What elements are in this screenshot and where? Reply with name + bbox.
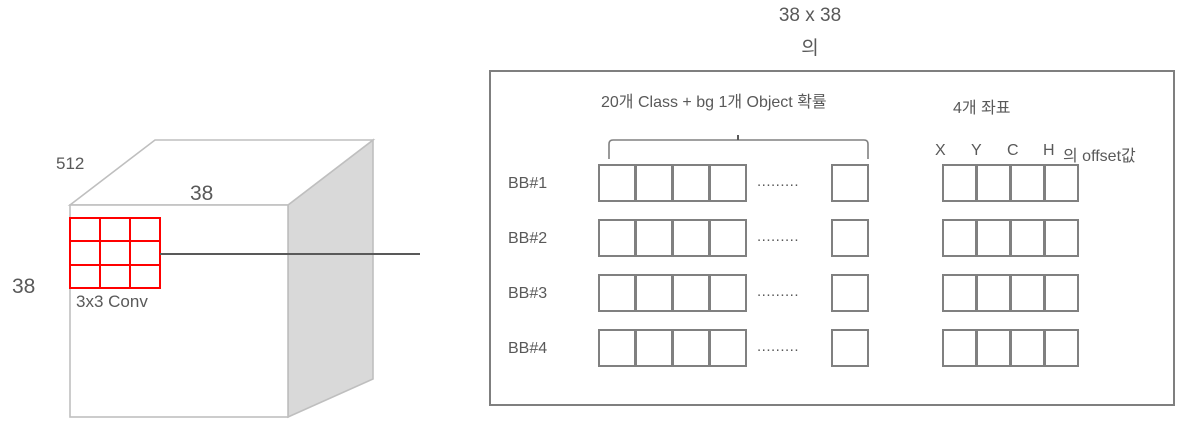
class-cell bbox=[709, 274, 747, 312]
class-cell bbox=[635, 274, 673, 312]
class-cell-last bbox=[831, 219, 869, 257]
class-cell bbox=[598, 219, 636, 257]
coord-header-x: X bbox=[935, 142, 946, 159]
panel-title-line1: 38 x 38 bbox=[778, 5, 842, 26]
class-cell bbox=[672, 219, 710, 257]
class-span-bracket bbox=[608, 135, 869, 159]
coord-cell-x bbox=[942, 164, 977, 202]
class-cell bbox=[672, 164, 710, 202]
feature-map-cube-group: 512 38 38 3x3 Conv bbox=[0, 0, 420, 428]
bb-row-label-2: BB#2 bbox=[508, 230, 548, 247]
width-label: 38 bbox=[190, 182, 214, 205]
panel-title-line2: 의 bbox=[801, 38, 819, 59]
class-cell bbox=[635, 219, 673, 257]
coord-header-y: Y bbox=[971, 142, 982, 159]
coord-cell-c bbox=[1010, 219, 1045, 257]
bb-row-label-3: BB#3 bbox=[508, 285, 548, 302]
class-ellipsis: ......... bbox=[757, 228, 800, 245]
height-label: 38 bbox=[12, 275, 36, 298]
class-ellipsis: ......... bbox=[757, 173, 800, 190]
bb-row-label-1: BB#1 bbox=[508, 175, 548, 192]
prediction-panel: 20개 Class + bg 1개 Object 확률 4개 좌표 X Y C … bbox=[489, 70, 1175, 406]
class-cell bbox=[672, 274, 710, 312]
coord-header-c: C bbox=[1007, 142, 1019, 159]
coord-cell-c bbox=[1010, 164, 1045, 202]
coord-cell-y bbox=[976, 329, 1011, 367]
class-cell bbox=[598, 164, 636, 202]
coord-header-h: H bbox=[1043, 142, 1055, 159]
coord-group-heading: 4개 좌표 bbox=[953, 100, 1011, 117]
coord-cell-x bbox=[942, 274, 977, 312]
coord-cell-y bbox=[976, 164, 1011, 202]
connector-arrow bbox=[160, 253, 420, 255]
coord-offset-suffix: 의 offset값 bbox=[1063, 148, 1136, 165]
coord-cell-y bbox=[976, 274, 1011, 312]
depth-label: 512 bbox=[56, 154, 85, 173]
coord-cell-h bbox=[1044, 274, 1079, 312]
class-cell-last bbox=[831, 164, 869, 202]
class-cell bbox=[635, 329, 673, 367]
class-ellipsis: ......... bbox=[757, 283, 800, 300]
coord-cell-c bbox=[1010, 274, 1045, 312]
class-cell bbox=[672, 329, 710, 367]
conv-window-label: 3x3 Conv bbox=[76, 292, 148, 311]
class-cell-last bbox=[831, 329, 869, 367]
class-cell bbox=[709, 329, 747, 367]
class-ellipsis: ......... bbox=[757, 338, 800, 355]
coord-cell-c bbox=[1010, 329, 1045, 367]
coord-cell-h bbox=[1044, 329, 1079, 367]
class-cell bbox=[709, 219, 747, 257]
class-group-heading: 20개 Class + bg 1개 Object 확률 bbox=[601, 94, 827, 111]
bb-row-label-4: BB#4 bbox=[508, 340, 548, 357]
coord-cell-h bbox=[1044, 164, 1079, 202]
coord-cell-x bbox=[942, 219, 977, 257]
class-cell bbox=[598, 274, 636, 312]
class-cell bbox=[709, 164, 747, 202]
class-cell-last bbox=[831, 274, 869, 312]
class-cell bbox=[635, 164, 673, 202]
coord-cell-h bbox=[1044, 219, 1079, 257]
coord-cell-x bbox=[942, 329, 977, 367]
cube-svg bbox=[67, 138, 420, 419]
class-cell bbox=[598, 329, 636, 367]
coord-cell-y bbox=[976, 219, 1011, 257]
